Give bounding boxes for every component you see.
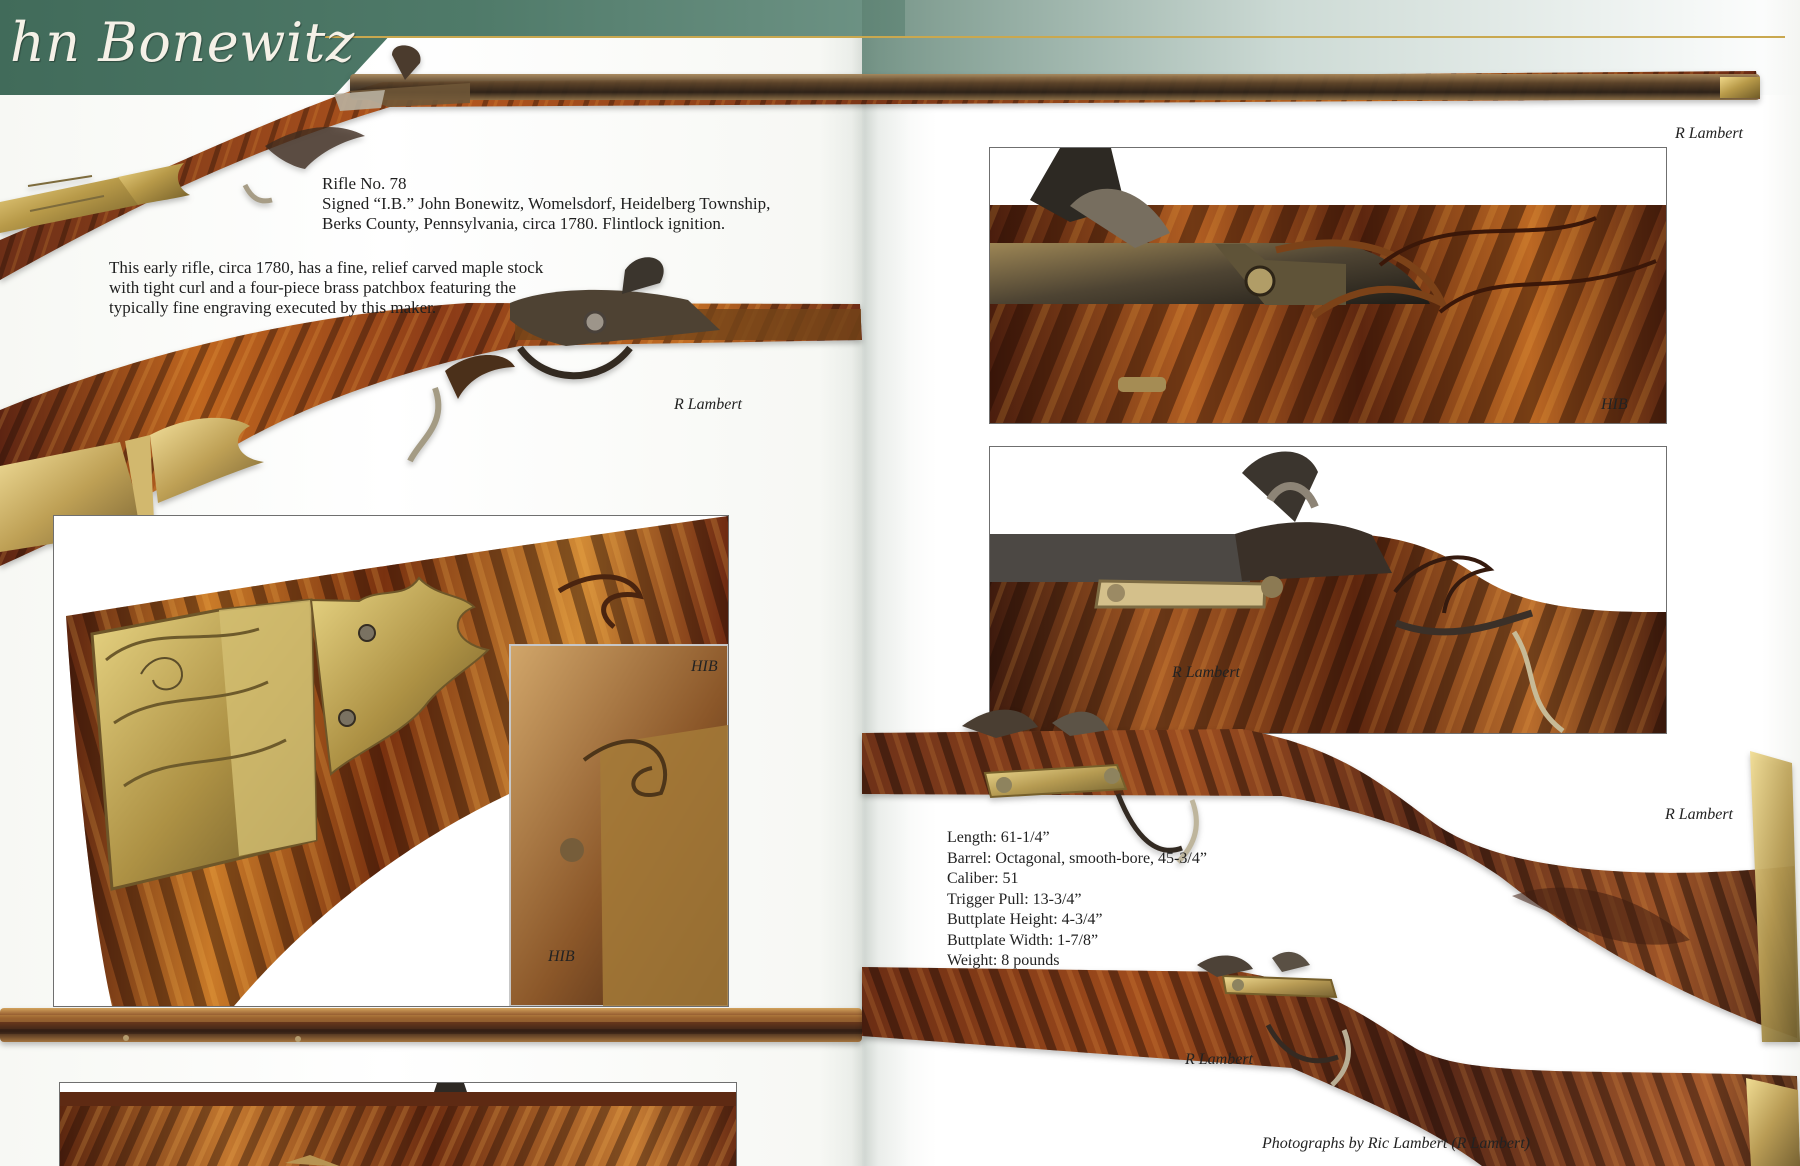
lock-detail-bottom-image [990, 447, 1666, 733]
spec-value: 8 pounds [1001, 952, 1060, 969]
credit-middle-left: R Lambert [674, 396, 742, 413]
spec-label: Trigger Pull: [947, 890, 1029, 908]
spec-row: Buttplate Width: 1-7/8” [947, 931, 1207, 952]
rifle-caption: Rifle No. 78 Signed “I.B.” John Bonewitz… [322, 174, 770, 234]
lock-detail-top-photo [989, 147, 1667, 424]
spec-value: 13-3/4” [1032, 890, 1082, 908]
patchbox-detail-image [54, 516, 728, 1006]
spec-row: Weight: 8 pounds [947, 951, 1207, 972]
spec-label: Barrel: [947, 849, 992, 867]
description-line-2: with tight curl and a four-piece brass p… [109, 278, 517, 297]
lock-detail-top-image [990, 148, 1666, 423]
photographs-credit-line: Photographs by Ric Lambert (R Lambert) [1262, 1135, 1530, 1152]
spec-row: Length: 61-1/4” [947, 828, 1207, 849]
spec-value: Octagonal, smooth-bore, 45-3/4” [995, 849, 1207, 867]
credit-patchbox-detail: HIB [691, 658, 718, 675]
spec-value: 61-1/4” [1000, 829, 1050, 846]
spec-label: Buttplate Width: [947, 931, 1054, 949]
spec-label: Caliber: [947, 870, 999, 887]
credit-right-full: R Lambert [1665, 806, 1733, 823]
credit-top-right: R Lambert [1675, 125, 1743, 142]
bottom-left-detail-image [60, 1083, 736, 1166]
bottom-left-rifle-barrel-image [0, 1008, 862, 1042]
spec-row: Buttplate Height: 4-3/4” [947, 910, 1207, 931]
spec-row: Caliber: 51 [947, 869, 1207, 890]
signed-line-1: Signed “I.B.” John Bonewitz, Womelsdorf,… [322, 194, 771, 213]
credit-lock-detail-bottom: R Lambert [1172, 664, 1240, 681]
patchbox-detail-photo [53, 515, 729, 1007]
top-rifle-image [0, 45, 1760, 280]
signed-line-2: Berks County, Pennsylvania, circa 1780. … [322, 214, 726, 233]
middle-rifle-image [0, 257, 862, 566]
spec-value: 51 [1002, 870, 1019, 887]
spec-label: Buttplate Height: [947, 911, 1058, 928]
spec-row: Barrel: Octagonal, smooth-bore, 45-3/4” [947, 849, 1207, 870]
right-full-rifle-image [862, 709, 1800, 1042]
spec-value: 4-3/4” [1061, 911, 1103, 928]
page-title: hn Bonewitz [10, 11, 355, 74]
spec-label: Weight: [947, 952, 998, 969]
spec-label: Length: [947, 829, 997, 846]
bottom-right-rifle-image [862, 951, 1800, 1166]
rifle-specifications: Length: 61-1/4” Barrel: Octagonal, smoot… [947, 828, 1207, 972]
description-caption: This early rifle, circa 1780, has a fine… [109, 258, 543, 318]
description-line-3: typically fine engraving executed by thi… [109, 298, 437, 317]
credit-bottom-right: R Lambert [1185, 1051, 1253, 1068]
spec-value: 1-7/8” [1057, 931, 1099, 949]
bottom-left-detail-photo [59, 1082, 737, 1166]
credit-inset-detail: HIB [548, 948, 575, 965]
credit-lock-detail-top: HIB [1601, 396, 1628, 413]
spec-row: Trigger Pull: 13-3/4” [947, 890, 1207, 911]
lock-detail-bottom-photo [989, 446, 1667, 734]
description-line-1: This early rifle, circa 1780, has a fine… [109, 258, 544, 277]
rifle-heading: Rifle No. 78 [322, 174, 407, 193]
title-rule [325, 36, 1785, 38]
